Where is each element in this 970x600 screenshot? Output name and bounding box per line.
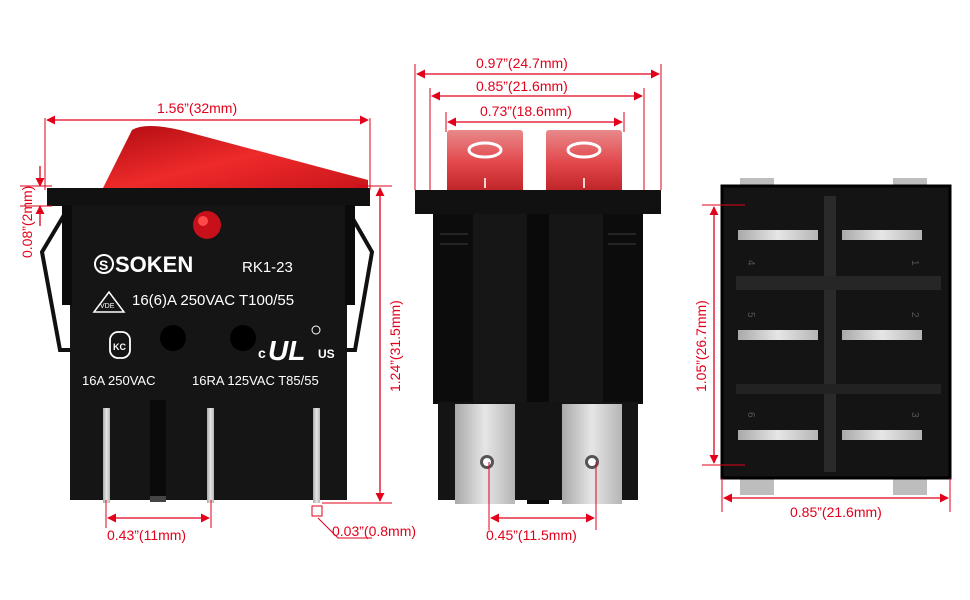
vde-mark: VDE bbox=[92, 290, 126, 313]
dim-front-pin-spacing-label: 0.45”(11.5mm) bbox=[486, 527, 577, 543]
svg-text:S: S bbox=[99, 257, 108, 273]
kc-mark: KC bbox=[109, 331, 131, 359]
bottom-terminal-5 bbox=[738, 330, 818, 340]
pin-number-4: 4 bbox=[745, 260, 756, 266]
rocker-left bbox=[447, 130, 523, 196]
pin-number-6: 6 bbox=[745, 412, 756, 418]
rating-line-1: 16(6)A 250VAC T100/55 bbox=[132, 292, 294, 309]
pin-1 bbox=[103, 408, 110, 503]
svg-text:c: c bbox=[258, 345, 266, 361]
rating-line-2-right: 16RA 125VAC T85/55 bbox=[192, 373, 319, 388]
bottom-view: 4 1 5 2 6 3 bbox=[720, 178, 952, 495]
bottom-terminal-3 bbox=[842, 430, 922, 440]
side-dimensions: 1.56”(32mm) 0.08”(2mm) 1.24”(31.5mm) 0.4… bbox=[19, 100, 416, 543]
dim-width-label: 1.56”(32mm) bbox=[157, 100, 237, 116]
pin-2 bbox=[207, 408, 214, 503]
brand-text: SOKEN bbox=[115, 252, 193, 277]
ul-mark: c UL US bbox=[258, 325, 335, 366]
dim-bottom-width-label: 0.85”(21.6mm) bbox=[790, 504, 882, 520]
pin-number-1: 1 bbox=[909, 260, 920, 266]
rocker-right bbox=[546, 130, 622, 196]
front-dimensions: 0.97”(24.7mm) 0.85”(21.6mm) 0.73”(18.6mm… bbox=[414, 55, 662, 543]
soken-logo: S SOKEN bbox=[94, 252, 193, 277]
mount-hole-right bbox=[230, 325, 256, 351]
mount-hole-left bbox=[160, 325, 186, 351]
dim-pin-spacing-label: 0.43”(11mm) bbox=[107, 527, 186, 543]
front-flange bbox=[415, 190, 661, 214]
side-view: S SOKEN RK1-23 VDE 16(6)A 250VAC T100/55… bbox=[39, 126, 375, 503]
dim-flange-label: 0.08”(2mm) bbox=[19, 186, 35, 258]
bottom-terminal-4 bbox=[738, 230, 818, 240]
pin-number-5: 5 bbox=[745, 312, 756, 318]
bottom-terminal-2 bbox=[842, 330, 922, 340]
pin-number-3: 3 bbox=[909, 412, 920, 418]
svg-text:KC: KC bbox=[113, 342, 126, 352]
model-text: RK1-23 bbox=[242, 259, 293, 276]
dim-pin-thickness-label: 0.03”(0.8mm) bbox=[332, 523, 416, 539]
dim-height-label: 1.24”(31.5mm) bbox=[387, 300, 403, 392]
front-view bbox=[415, 130, 661, 504]
front-terminal-right bbox=[562, 404, 622, 504]
svg-text:UL: UL bbox=[268, 335, 305, 366]
bottom-dimensions: 1.05”(26.7mm) 0.85”(21.6mm) bbox=[693, 204, 951, 520]
flange bbox=[47, 188, 370, 206]
front-terminal-left bbox=[455, 404, 515, 504]
dim-rockers-label: 0.73”(18.6mm) bbox=[480, 103, 572, 119]
dim-body-label: 0.85”(21.6mm) bbox=[476, 78, 568, 94]
bottom-terminal-6 bbox=[738, 430, 818, 440]
svg-text:VDE: VDE bbox=[100, 303, 115, 310]
pin-number-2: 2 bbox=[909, 312, 920, 318]
svg-text:US: US bbox=[318, 347, 335, 361]
dim-bottom-height-label: 1.05”(26.7mm) bbox=[693, 300, 709, 392]
bottom-terminal-1 bbox=[842, 230, 922, 240]
rating-line-2-left: 16A 250VAC bbox=[82, 373, 155, 388]
indicator-lamp bbox=[193, 211, 221, 239]
pin-3 bbox=[313, 408, 320, 503]
dim-overall-label: 0.97”(24.7mm) bbox=[476, 55, 568, 71]
rocker-button bbox=[102, 126, 368, 192]
